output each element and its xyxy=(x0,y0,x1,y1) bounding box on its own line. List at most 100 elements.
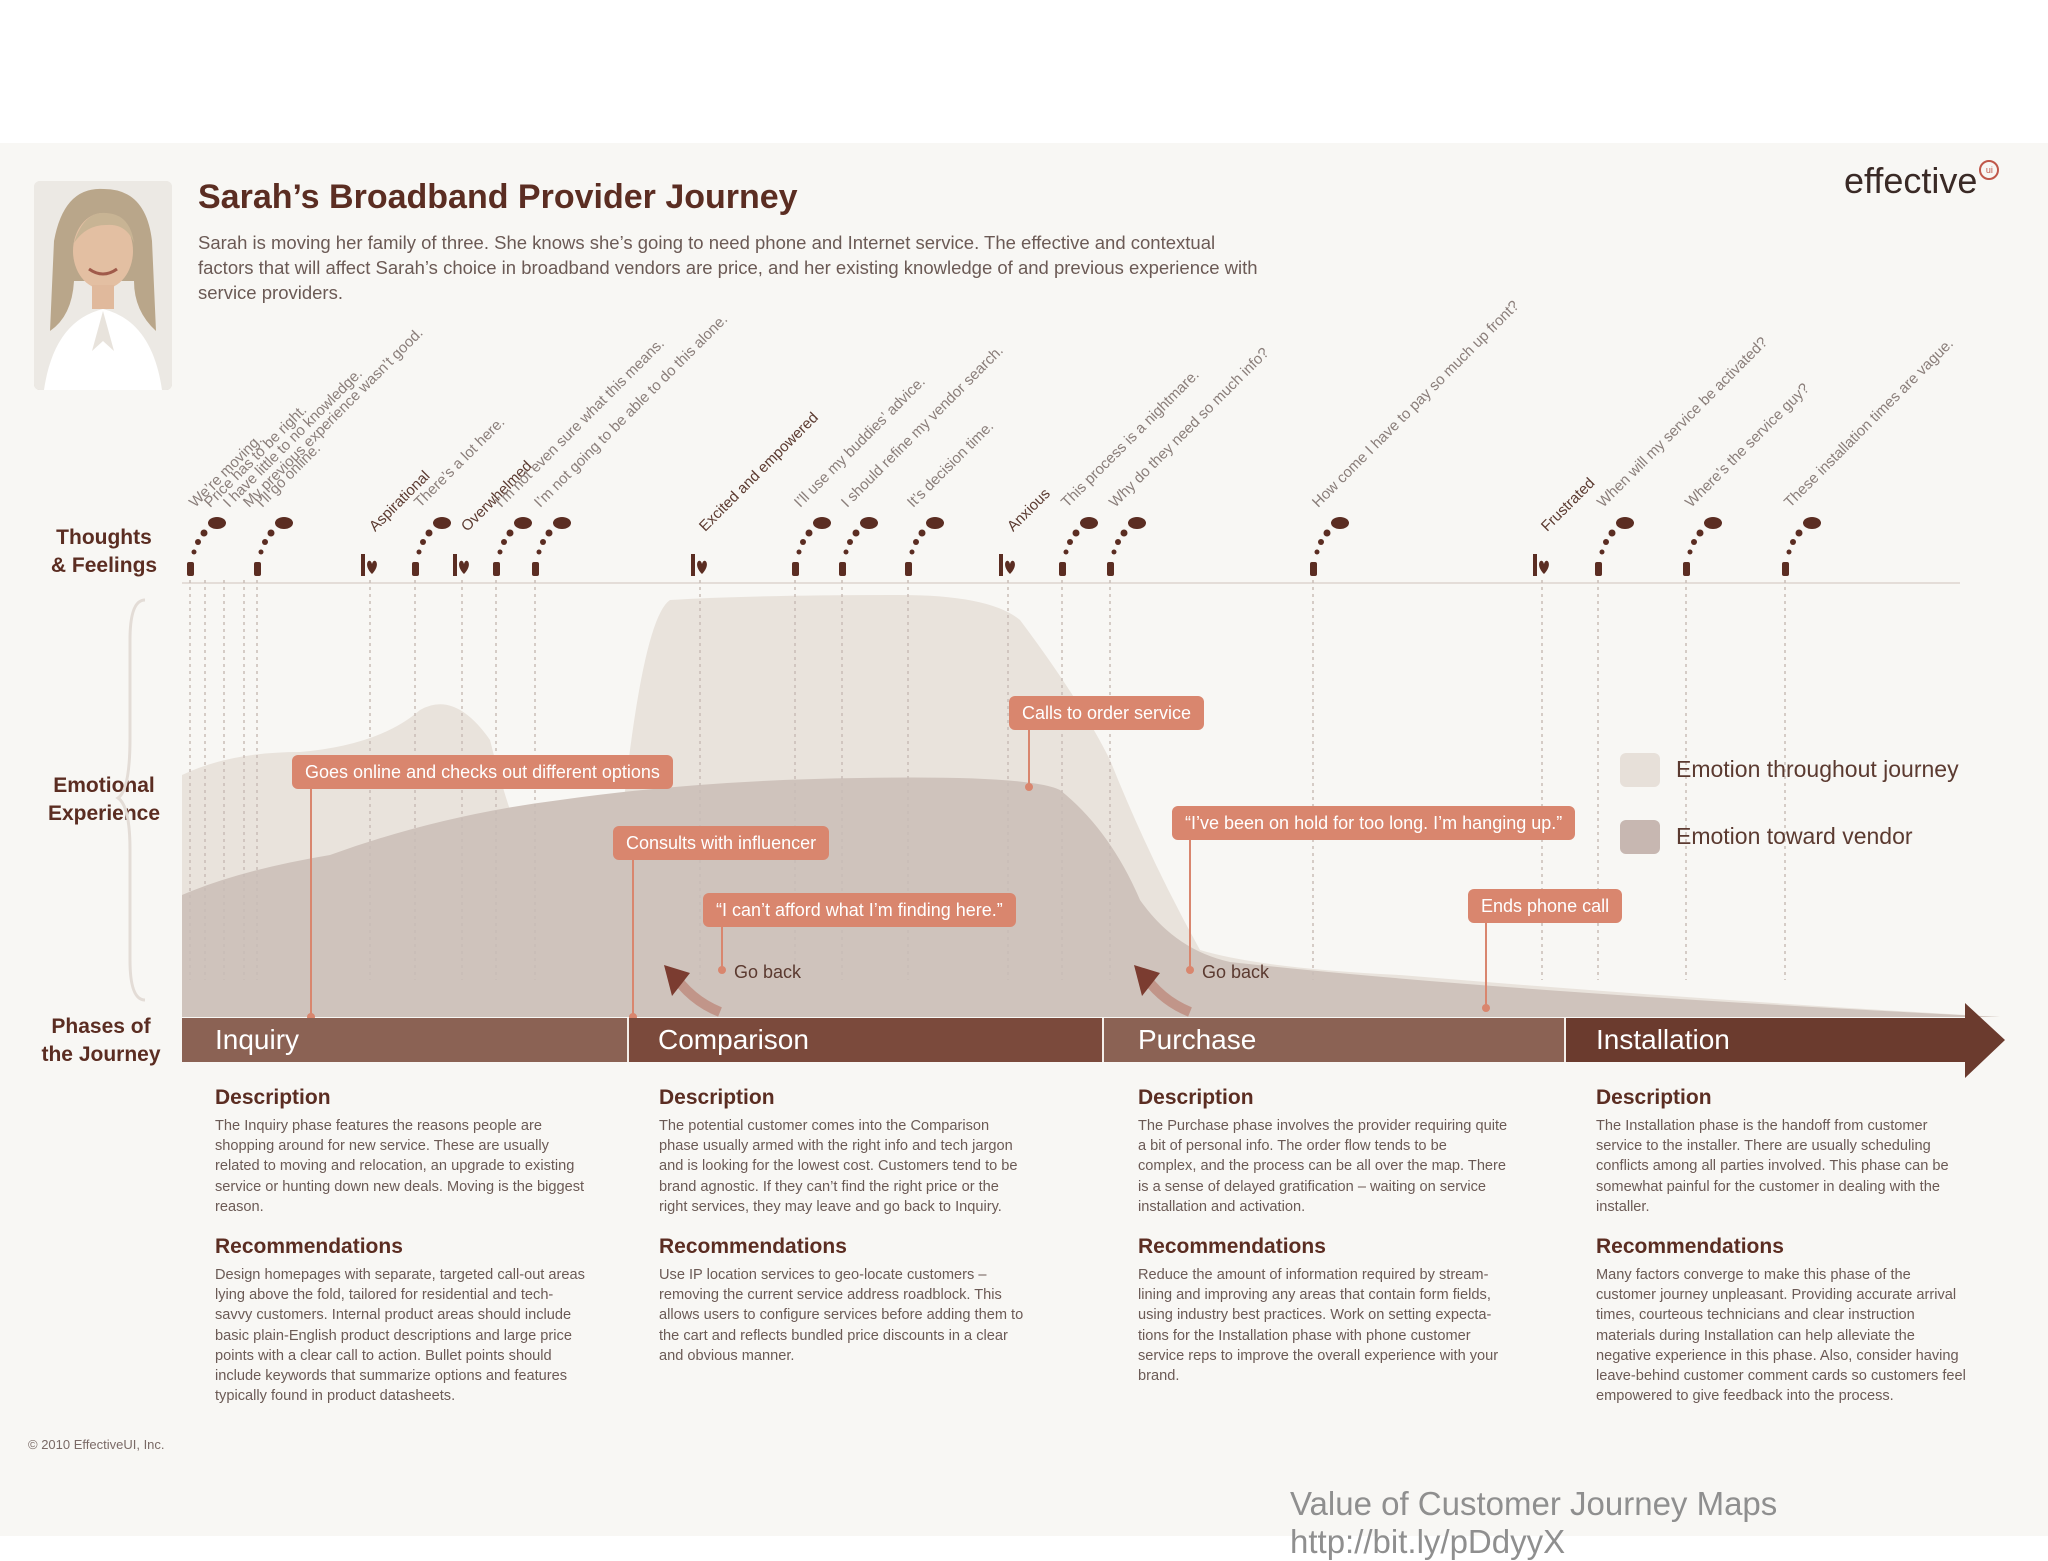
thought-bubble-icon xyxy=(913,539,919,545)
emotional-row-label: Emotional Experience xyxy=(47,774,161,825)
thought-bubble-icon xyxy=(813,517,831,529)
thought-bubble-icon xyxy=(909,549,915,555)
recommendations-text: Reduce the amount of information require… xyxy=(1138,1267,1499,1385)
logo-badge-icon: ui xyxy=(1979,160,2000,180)
legend-label-throughout: Emotion throughout journey xyxy=(1676,756,1959,782)
thought-bubble-icon xyxy=(1603,539,1609,545)
thought-bubble-icon xyxy=(195,539,201,545)
thought-bubble-icon xyxy=(267,529,275,537)
callout-goes-online: Goes online and checks out different opt… xyxy=(292,755,673,789)
recommendations-heading: Recommendations xyxy=(1138,1235,1326,1259)
person-icon xyxy=(792,562,799,576)
thought-bubble-icon xyxy=(416,549,422,555)
description-heading: Description xyxy=(659,1086,775,1109)
thought-bubble-icon xyxy=(1790,539,1796,545)
recommendations-text: Use IP location services to geo-locate c… xyxy=(659,1267,1024,1364)
person-icon xyxy=(254,562,261,576)
person-icon xyxy=(493,562,500,576)
person-icon xyxy=(187,562,194,576)
description-text: The Purchase phase involves the provider… xyxy=(1138,1118,1508,1215)
callout-ends-call: Ends phone call xyxy=(1468,889,1623,923)
callout-cant-afford: “I can’t afford what I’m finding here.” xyxy=(703,893,1016,927)
person-icon xyxy=(1107,562,1114,576)
thought-bubble-icon xyxy=(1063,549,1069,555)
thought-bubble-icon xyxy=(545,529,553,537)
thoughts-row-label: Thoughts & Feelings xyxy=(50,526,158,577)
thought-bubble-icon xyxy=(1072,529,1080,537)
thought-bubble-icon xyxy=(191,549,197,555)
thought-bubble-icon xyxy=(1696,529,1704,537)
phase-name-purchase: Purchase xyxy=(1138,1024,1257,1055)
thought-bubble-icon xyxy=(805,529,813,537)
thought-bubble-icon xyxy=(796,549,802,555)
callout-consults: Consults with influencer xyxy=(613,826,830,860)
thought-bubble-icon xyxy=(852,529,860,537)
thought-bubble-icon xyxy=(200,529,208,537)
legend-swatch-throughout xyxy=(1620,753,1660,787)
thought-bubble-icon xyxy=(926,517,944,529)
recommendations-heading: Recommendations xyxy=(659,1235,847,1259)
thought-bubble-icon xyxy=(1323,529,1331,537)
heart-icon xyxy=(367,560,377,574)
thought-bubble-icon xyxy=(501,539,507,545)
recommendations-text: Many factors converge to make this phase… xyxy=(1596,1267,1966,1405)
heart-icon xyxy=(459,560,469,574)
legend-label-vendor: Emotion toward vendor xyxy=(1676,823,1913,849)
legend-swatch-vendor xyxy=(1620,820,1660,854)
thought-bubble-icon xyxy=(843,549,849,555)
thought-bubble-icon xyxy=(1115,539,1121,545)
recommendations-heading: Recommendations xyxy=(1596,1235,1784,1259)
phase-bar-inquiry xyxy=(182,1018,628,1062)
heart-icon xyxy=(697,560,707,574)
thought-bubble-icon xyxy=(420,539,426,545)
thought-bubble-icon xyxy=(497,549,503,555)
go-back-label-2: Go back xyxy=(1202,962,1270,982)
thought-bubble-icon xyxy=(1128,517,1146,529)
person-icon xyxy=(532,562,539,576)
recommendations-heading: Recommendations xyxy=(215,1235,403,1259)
thought-bubble-icon xyxy=(514,517,532,529)
go-back-label-1: Go back xyxy=(734,962,802,982)
thought-bubble-icon xyxy=(918,529,926,537)
phase-column-purchase: Description The Purchase phase involves … xyxy=(1138,1086,1508,1404)
thought-bubble-icon xyxy=(1318,539,1324,545)
thought-bubble-icon xyxy=(847,539,853,545)
thought-bubble-icon xyxy=(506,529,514,537)
phase-column-installation: Description The Installation phase is th… xyxy=(1596,1086,1966,1424)
thought-bubble-icon xyxy=(1687,549,1693,555)
phase-bar-comparison xyxy=(628,1018,1103,1062)
page-title: Sarah’s Broadband Provider Journey xyxy=(198,178,798,216)
thought-bubble-icon xyxy=(540,539,546,545)
callout-calls-order: Calls to order service xyxy=(1009,696,1205,730)
thought-bubble-icon xyxy=(860,517,878,529)
description-text: The Inquiry phase features the reasons p… xyxy=(215,1118,585,1215)
person-icon xyxy=(1310,562,1317,576)
thought-bubble-icon xyxy=(258,549,264,555)
thought-bubble-icon xyxy=(1331,517,1349,529)
heart-icon xyxy=(1539,560,1549,574)
thought-bubble-icon xyxy=(536,549,542,555)
phase-name-comparison: Comparison xyxy=(658,1024,809,1055)
phases-row-label: Phases of the Journey xyxy=(41,1015,161,1066)
thought-bubble-icon xyxy=(1691,539,1697,545)
thought-bubble-icon xyxy=(1120,529,1128,537)
phase-name-inquiry: Inquiry xyxy=(215,1024,300,1055)
callout-on-hold: “I’ve been on hold for too long. I’m han… xyxy=(1172,806,1576,840)
recommendations-text: Design homepages with separate, targeted… xyxy=(215,1267,585,1405)
intro-text: Sarah is moving her family of three. She… xyxy=(198,232,1258,303)
persona-photo xyxy=(34,181,172,390)
person-icon xyxy=(839,562,846,576)
thought-bubble-icon xyxy=(262,539,268,545)
footer-caption: Value of Customer Journey Maps http://bi… xyxy=(1290,1485,1778,1560)
phase-name-installation: Installation xyxy=(1596,1024,1730,1055)
description-heading: Description xyxy=(1138,1086,1254,1109)
phase-column-inquiry: Description The Inquiry phase features t… xyxy=(215,1086,585,1424)
person-icon xyxy=(1683,562,1690,576)
thought-bubble-icon xyxy=(1080,517,1098,529)
person-icon xyxy=(905,562,912,576)
thought-bubble-icon xyxy=(1608,529,1616,537)
thought-bubble-icon xyxy=(433,517,451,529)
thought-bubble-icon xyxy=(800,539,806,545)
description-heading: Description xyxy=(1596,1086,1712,1109)
